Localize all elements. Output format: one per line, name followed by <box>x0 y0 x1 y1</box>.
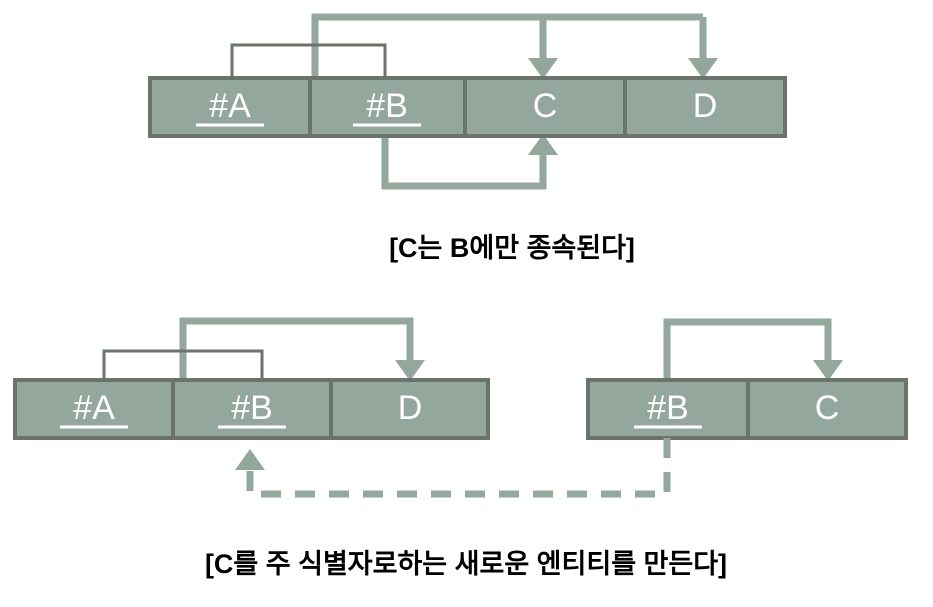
top-connector-horizontal-line <box>311 13 703 78</box>
bottom-left-bracket-path <box>102 349 264 380</box>
bottom-right-cell-c[interactable]: C <box>815 389 840 427</box>
top-diagram-group: #A #B C D [C는 B에만 종속된다] <box>148 13 787 263</box>
bottom-left-cell-a-label: #A <box>73 389 115 427</box>
bottom-left-composite-key-bracket <box>102 349 264 380</box>
b-to-c-path <box>381 136 547 190</box>
bottom-right-cell-c-label: C <box>815 389 840 427</box>
bottom-caption: [C를 주 식별자로하는 새로운 엔티티를 만든다] <box>205 549 727 579</box>
bottom-left-cell-d[interactable]: D <box>398 389 423 427</box>
dashed-fk-path <box>246 438 671 498</box>
bottom-right-entity-table[interactable]: #B C <box>586 378 908 440</box>
top-cell-a-label: #A <box>209 87 251 125</box>
arrowhead-down-to-c-bottom-icon <box>813 360 843 381</box>
top-cell-a[interactable]: #A <box>152 80 312 134</box>
top-caption: [C는 B에만 종속된다] <box>389 233 635 263</box>
bottom-right-cell-b[interactable]: #B <box>634 382 750 436</box>
bottom-left-diagram-group: #A #B D <box>13 317 490 440</box>
arrowhead-down-to-d-icon <box>688 58 718 79</box>
top-composite-key-bracket <box>230 43 387 78</box>
arrowhead-up-to-c-icon <box>528 134 558 155</box>
bottom-right-cell-b-label: #B <box>647 389 689 427</box>
top-cell-d-label: D <box>693 87 718 125</box>
bottom-left-cell-d-label: D <box>398 389 423 427</box>
cross-entity-dashed-relation <box>235 438 671 498</box>
top-cell-d[interactable]: D <box>693 87 718 125</box>
bottom-right-key-dependency-connector <box>663 318 843 381</box>
top-entity-table[interactable]: #A #B C D <box>148 76 787 138</box>
bottom-left-cell-b[interactable]: #B <box>218 382 333 436</box>
bottom-left-cell-a[interactable]: #A <box>60 382 175 436</box>
bracket-path <box>230 43 387 78</box>
bottom-right-diagram-group: #B C <box>586 318 908 440</box>
top-partial-dependency-connector <box>381 134 558 190</box>
arrowhead-down-to-d-bottom-icon <box>395 360 425 381</box>
top-cell-c-label: C <box>533 87 558 125</box>
arrowhead-down-to-c-icon <box>528 58 558 79</box>
top-key-dependency-connectors <box>311 13 718 79</box>
bottom-left-cell-b-label: #B <box>231 389 273 427</box>
bottom-left-entity-table[interactable]: #A #B D <box>13 378 490 440</box>
top-cell-b-label: #B <box>366 87 408 125</box>
top-cell-c[interactable]: C <box>533 80 627 134</box>
arrowhead-up-to-b-icon <box>235 449 265 470</box>
bottom-right-connector-path <box>663 318 832 380</box>
top-cell-b[interactable]: #B <box>353 80 467 134</box>
